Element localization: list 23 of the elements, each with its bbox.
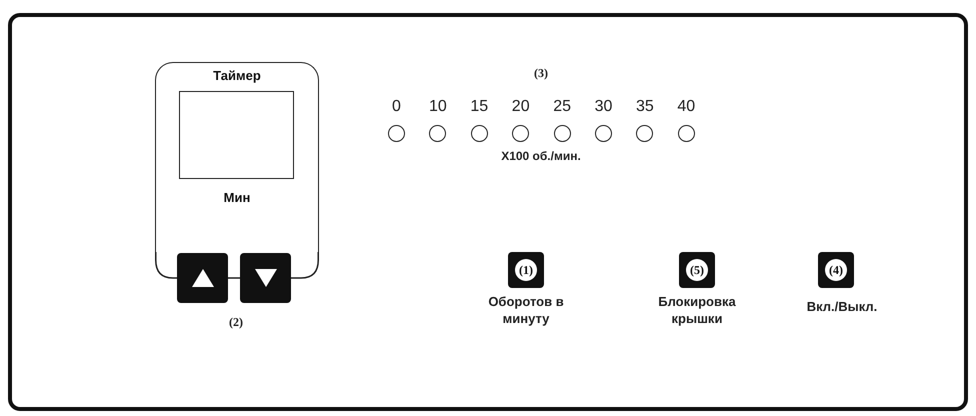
arrow-button bbox=[240, 253, 291, 303]
timer-label: Таймер bbox=[212, 68, 262, 83]
push-button: (5) bbox=[679, 252, 715, 288]
callout-number: (3) bbox=[534, 66, 548, 81]
scale-value: 15 bbox=[470, 98, 488, 116]
scale-unit: X100 об./мин. bbox=[501, 149, 581, 163]
push-button: (1) bbox=[508, 252, 544, 288]
scale-value: 30 bbox=[594, 98, 612, 116]
scale-value: 25 bbox=[553, 98, 571, 116]
scale-value: 0 bbox=[392, 98, 401, 116]
scale-value: 20 bbox=[512, 98, 530, 116]
button-caption: Блокировка крышки bbox=[657, 293, 737, 327]
push-button: (4) bbox=[818, 252, 854, 288]
scale-value: 10 bbox=[429, 98, 447, 116]
button-caption: Оборотов в минуту bbox=[487, 293, 565, 327]
button-caption: Вкл./Выкл. bbox=[806, 298, 878, 315]
scale-value: 40 bbox=[677, 98, 696, 116]
callout-number: (2) bbox=[229, 315, 243, 330]
timer-panel bbox=[155, 62, 319, 252]
arrow-button bbox=[177, 253, 228, 303]
scale-value: 35 bbox=[636, 98, 654, 116]
timer-label: Мин bbox=[222, 190, 252, 205]
display-screen bbox=[179, 91, 294, 179]
